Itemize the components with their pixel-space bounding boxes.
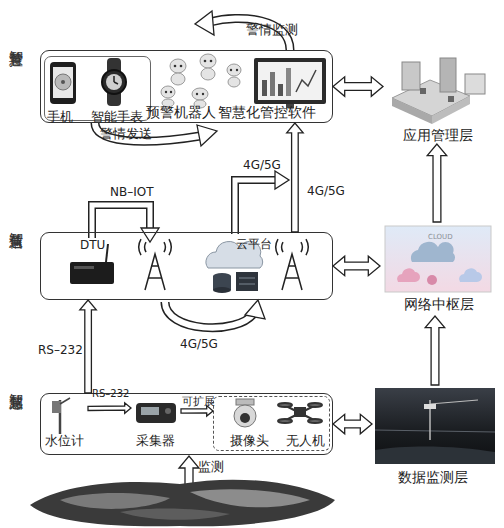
node-label: 应用管理层 — [403, 128, 473, 143]
hollow-connector — [333, 256, 380, 276]
collector-node: 采集器 — [131, 399, 181, 449]
hollow-arrow — [235, 171, 289, 234]
node-label: 手机 — [47, 109, 73, 124]
building-image — [392, 58, 485, 124]
phone-icon — [50, 62, 76, 104]
expansion-box: 摄像头 无人机 — [213, 396, 330, 451]
tower-icon — [139, 239, 308, 290]
device-group-box: 手机 智能手表 — [44, 56, 151, 121]
monitor-icon — [254, 58, 326, 108]
curved-arrow — [165, 300, 265, 328]
camera-icon — [234, 399, 256, 427]
monitoring-layer-node: 数据监测层 — [372, 385, 498, 489]
free-label: 云平台 — [236, 237, 272, 251]
free-label: 警情监测 — [246, 22, 298, 37]
free-label: 智慧化管控软件 — [218, 104, 316, 120]
free-label: 警情发送 — [100, 126, 152, 141]
node-label: 采集器 — [136, 433, 175, 448]
water-gauge-icon — [52, 398, 70, 434]
connector-label: RS–232 — [92, 388, 129, 400]
cloud-panel-image — [385, 226, 491, 292]
terrain-map — [30, 480, 335, 527]
connector-label: RS–232 — [38, 343, 83, 357]
monitoring-scene-image — [375, 388, 495, 464]
hollow-connector — [88, 403, 131, 414]
free-label: DTU — [80, 238, 105, 252]
free-label: 4G/5G — [243, 158, 281, 172]
curved-arrow — [95, 123, 217, 146]
node-label: 网络中枢层 — [404, 297, 474, 312]
free-label: 4G/5G — [180, 337, 218, 351]
node-label: 摄像头 — [230, 433, 269, 448]
free-label: NB–IOT — [110, 185, 154, 199]
hollow-connector — [333, 414, 372, 434]
hollow-connector — [425, 316, 445, 385]
robot-icons — [161, 54, 241, 108]
watch-icon — [102, 58, 126, 106]
water-gauge-node: 水位计 — [44, 398, 88, 450]
hollow-connector — [287, 123, 304, 232]
connector-label: 可扩展 — [182, 395, 215, 408]
robot-eyes — [165, 60, 238, 96]
hollow-connector — [333, 77, 383, 97]
free-label: CLOUD — [428, 233, 453, 242]
collector-icon — [136, 403, 176, 423]
layer-heading: 智慧管控 — [8, 39, 24, 43]
application-layer-node: 应用管理层 — [383, 52, 493, 144]
connector-label: 4G/5G — [307, 184, 345, 198]
hollow-arrow — [92, 205, 159, 242]
node-label: 数据监测层 — [398, 470, 468, 485]
hollow-connector — [427, 144, 447, 222]
drone-icon — [278, 403, 322, 423]
node-label: 水位计 — [45, 433, 84, 448]
layer-heading: 智慧通信 — [8, 221, 24, 225]
free-label: 监测 — [198, 459, 224, 474]
free-label: 预警机器人 — [146, 104, 216, 120]
node-label: 无人机 — [286, 433, 325, 448]
node-label: 智能手表 — [91, 109, 143, 124]
layer-heading: 智慧感知 — [8, 382, 24, 386]
